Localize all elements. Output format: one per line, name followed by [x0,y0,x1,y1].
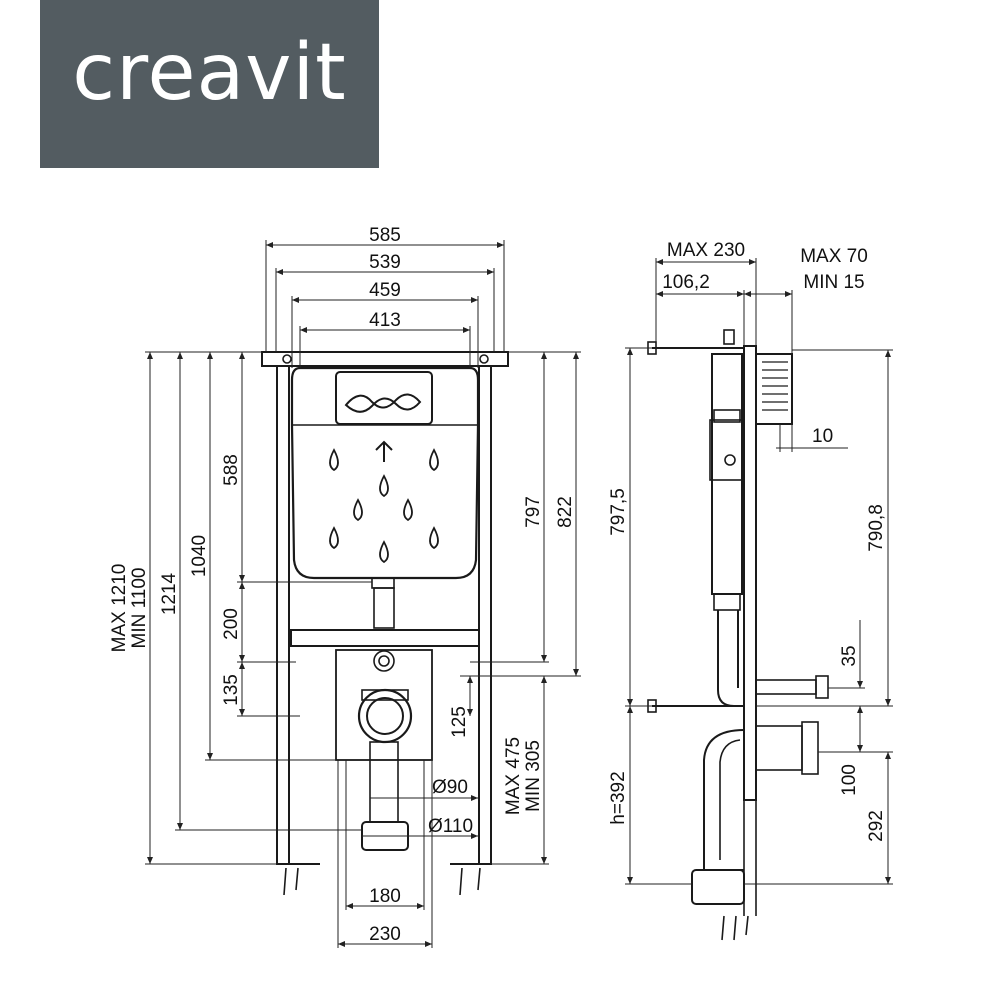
dim-100: 100 [839,764,860,796]
logo-text: creavit [72,28,347,118]
side-view [647,329,829,941]
dim-max-475: MAX 475 [503,737,524,815]
dim-min-15: MIN 15 [803,272,864,293]
dim-292: 292 [866,810,887,842]
dim-max-230: MAX 230 [667,240,745,261]
dim-35: 35 [839,645,860,666]
side-dimension-labels: MAX 230 106,2 MAX 70 MIN 15 10 797,5 790… [608,240,887,842]
dim-10: 10 [812,426,833,447]
dim-max-1210: MAX 1210 [109,564,130,653]
dim-822: 822 [555,496,576,528]
dim-1040: 1040 [189,535,210,577]
dim-min-1100: MIN 1100 [129,568,150,649]
dim-588: 588 [221,454,242,486]
dim-h-392: h=392 [608,771,629,824]
dim-d110: Ø110 [428,816,473,837]
front-view [261,351,509,896]
dim-797-5: 797,5 [608,488,629,536]
dim-d90: Ø90 [432,777,468,798]
dim-180: 180 [369,886,401,907]
creavit-logo: creavit [40,0,379,168]
dim-413: 413 [369,310,401,331]
dim-230: 230 [369,924,401,945]
dim-106-2: 106,2 [662,272,710,293]
dim-max-70: MAX 70 [800,246,868,267]
dim-539: 539 [369,252,401,273]
dim-125: 125 [449,706,470,738]
dim-797: 797 [523,496,544,528]
dim-min-305: MIN 305 [523,740,544,812]
dim-1214: 1214 [159,572,180,615]
side-dimension-lines [625,258,893,885]
front-dimension-lines [145,240,581,948]
dim-790-8: 790,8 [866,504,887,552]
dim-135: 135 [221,674,242,706]
dim-585: 585 [369,225,401,246]
front-dimension-labels: 585 539 459 413 MAX 1210 MIN 1100 1214 1… [109,225,576,945]
dim-459: 459 [369,280,401,301]
dim-200: 200 [221,608,242,640]
